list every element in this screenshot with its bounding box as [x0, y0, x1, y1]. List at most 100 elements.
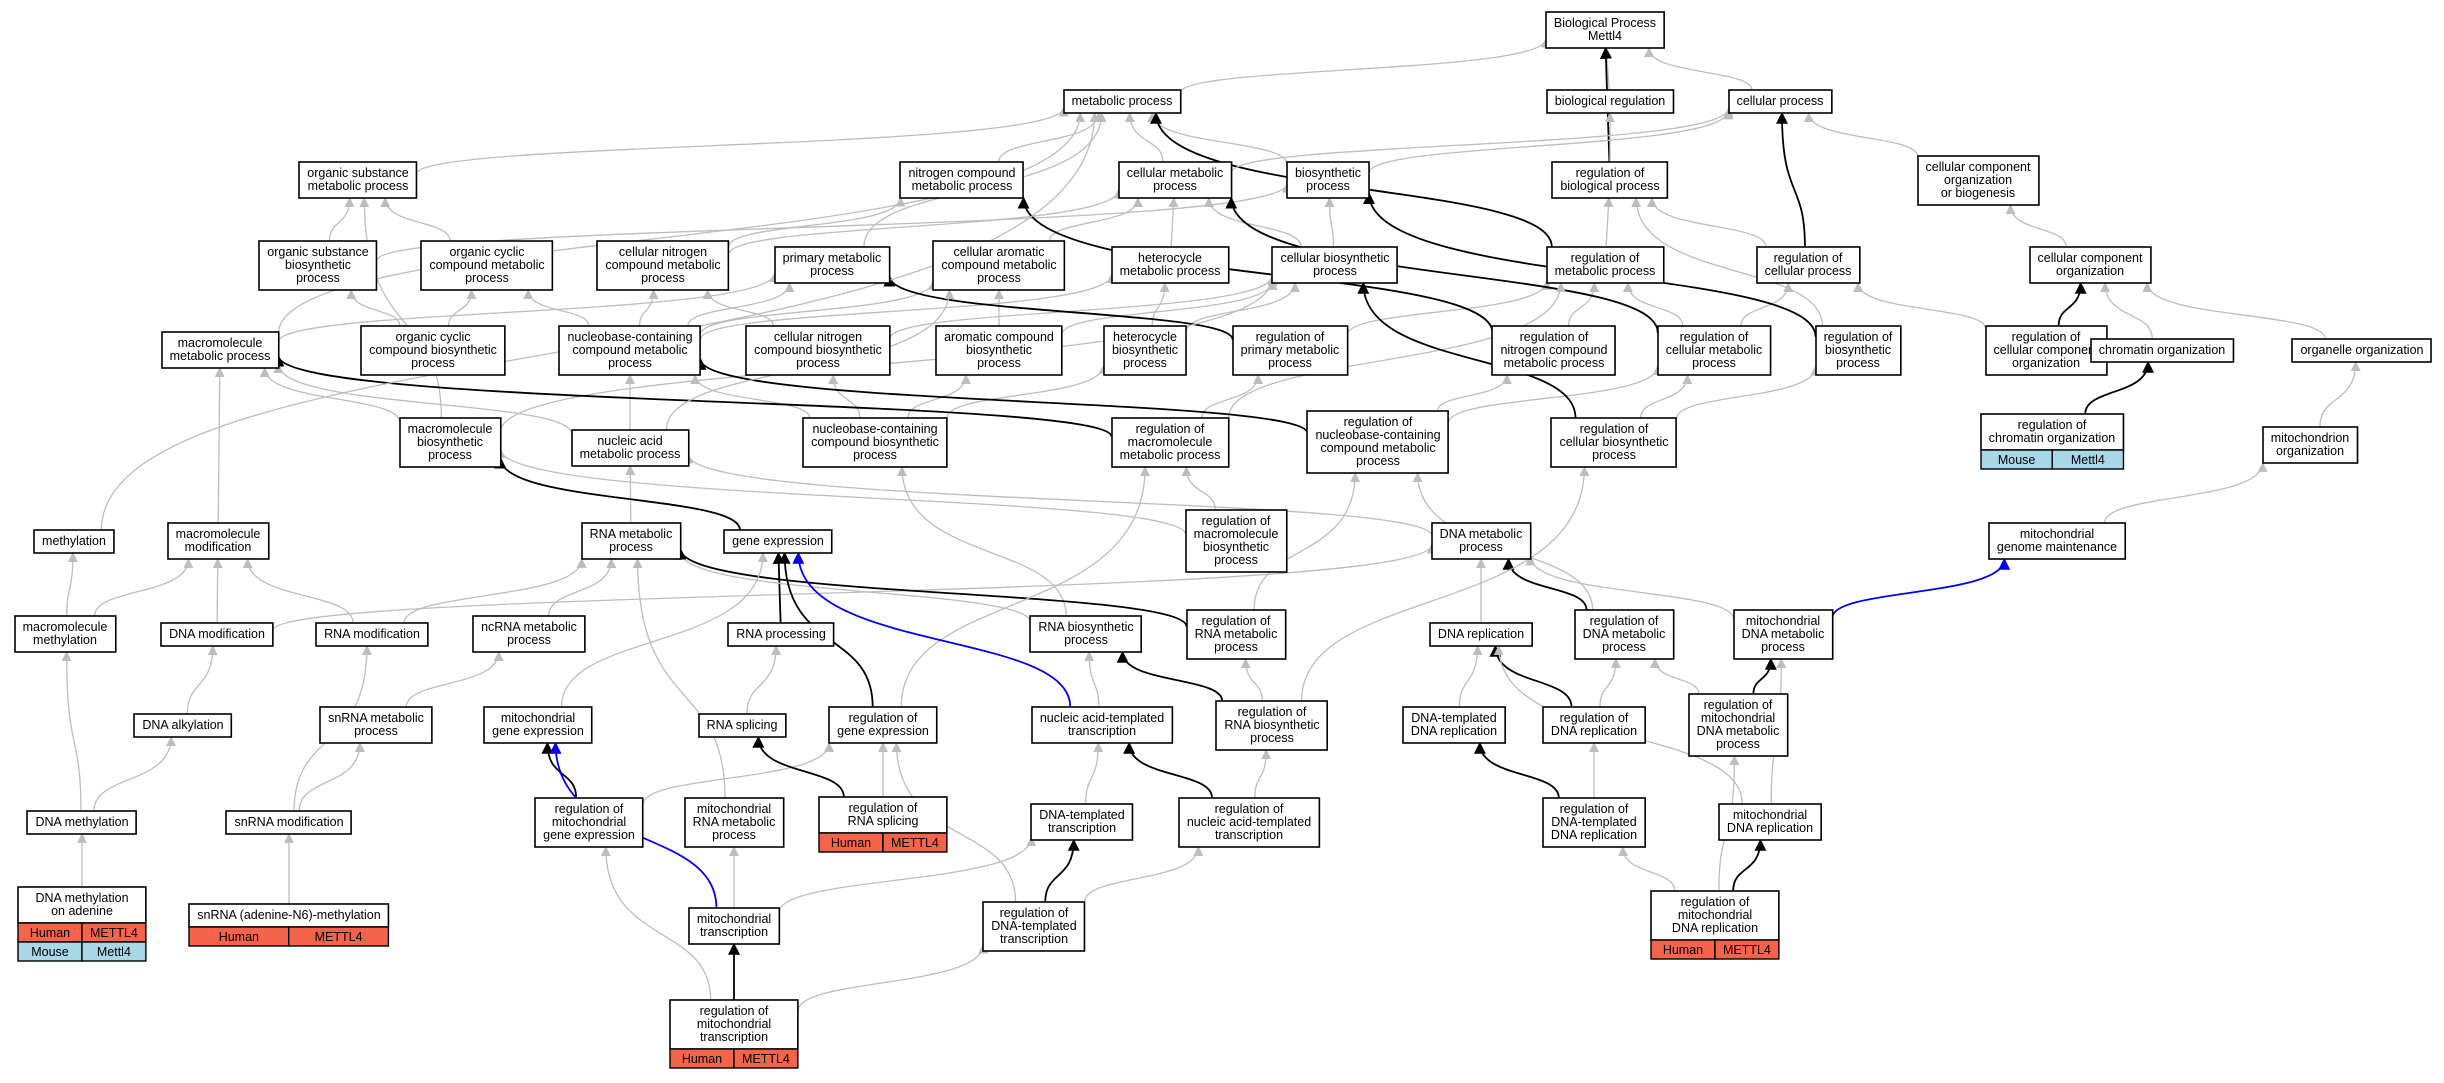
- node-snrnamod[interactable]: snRNA modification: [225, 810, 352, 835]
- node-box: [698, 713, 787, 738]
- node-box: [1542, 706, 1646, 744]
- node-label: compound biosynthetic: [754, 343, 882, 357]
- node-br[interactable]: biological regulation: [1546, 89, 1675, 114]
- node-label: regulation of: [700, 1004, 769, 1018]
- node-rnaproc[interactable]: RNA processing: [727, 622, 835, 647]
- node-label: cellular process: [1737, 94, 1824, 108]
- node-label: metabolic process: [170, 349, 271, 363]
- node-label: on adenine: [51, 904, 113, 918]
- human-badge-cell: [733, 1048, 799, 1069]
- node-co[interactable]: chromatin organization: [2090, 338, 2235, 363]
- node-rmbp[interactable]: regulation ofmacromoleculebiosyntheticpr…: [1185, 509, 1288, 573]
- node-label: regulation of: [1560, 711, 1629, 725]
- edge-hmp-to-cmp: [1168, 197, 1179, 248]
- node-rnamod[interactable]: RNA modification: [315, 622, 429, 647]
- edge-cmp-to-mp: [1124, 112, 1164, 163]
- node-dnamod[interactable]: DNA modification: [160, 622, 274, 647]
- node-cp[interactable]: cellular process: [1728, 89, 1833, 114]
- node-oo[interactable]: organelle organization: [2291, 338, 2432, 363]
- node-rnasplice[interactable]: RNA splicing: [698, 713, 787, 738]
- node-label: transcription: [1048, 821, 1116, 835]
- node-dnaalk[interactable]: DNA alkylation: [133, 713, 233, 738]
- node-label: regulation of: [1560, 802, 1629, 816]
- node-rmtrans[interactable]: regulation ofmitochondrialtranscriptionH…: [669, 999, 799, 1069]
- node-label: organization: [2056, 264, 2124, 278]
- node-meth[interactable]: methylation: [33, 529, 115, 554]
- node-label: regulation of: [1576, 166, 1645, 180]
- node-mp[interactable]: metabolic process: [1063, 89, 1182, 114]
- node-ge[interactable]: gene expression: [723, 529, 833, 554]
- node-dnarep[interactable]: DNA replication: [1429, 622, 1533, 647]
- edge-rmp-to-rbp: [1603, 197, 1614, 248]
- edge-rnamod-to-mmod: [242, 558, 354, 624]
- node-rnccmp[interactable]: regulation ofnucleobase-containingcompou…: [1306, 410, 1449, 474]
- node-dnameth[interactable]: DNA methylation: [26, 810, 137, 835]
